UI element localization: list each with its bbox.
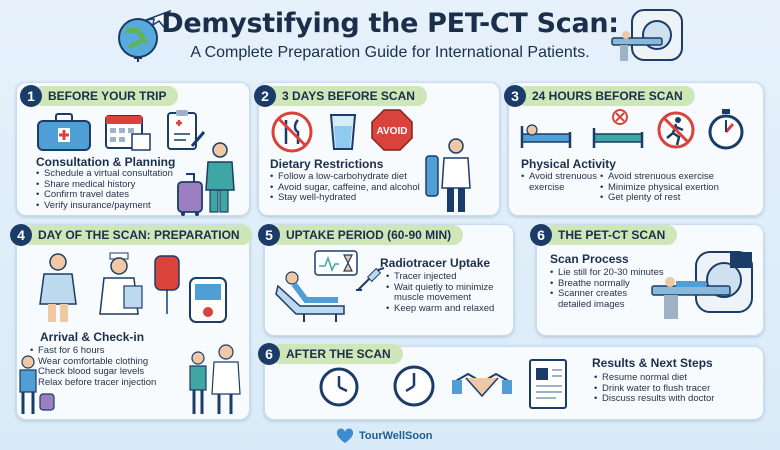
no-food-icon bbox=[271, 111, 313, 153]
step-number: 5 bbox=[258, 224, 280, 246]
glucose-meter-icon bbox=[189, 277, 227, 323]
list-item: Get plenty of rest bbox=[600, 192, 719, 204]
bed-icon bbox=[520, 124, 572, 148]
header-after-the-scan: 6 AFTER THE SCAN bbox=[258, 343, 403, 365]
header-3-days-before-scan: 2 3 DAYS BEFORE SCAN bbox=[254, 85, 427, 107]
section-heading: Results & Next Steps bbox=[592, 356, 713, 370]
page-subtitle: A Complete Preparation Guide for Interna… bbox=[190, 44, 590, 61]
step-label: 24 HOURS BEFORE SCAN bbox=[516, 86, 695, 106]
list-item: Share medical history bbox=[36, 179, 173, 191]
list-item: Discuss results with doctor bbox=[594, 393, 714, 405]
calendar-icon bbox=[105, 115, 151, 151]
step-label: AFTER THE SCAN bbox=[270, 344, 403, 364]
clipboard-icon bbox=[167, 110, 206, 150]
step-number: 6 bbox=[530, 224, 552, 246]
list-item: Fast for 6 hours bbox=[30, 345, 156, 357]
list-item: Tracer injected bbox=[386, 271, 494, 283]
clock-icon bbox=[319, 367, 359, 407]
hourglass-icon bbox=[314, 250, 358, 276]
doctor-icon bbox=[425, 138, 471, 212]
header-uptake-period: 5 UPTAKE PERIOD (60-90 MIN) bbox=[258, 224, 464, 246]
doctor-icon bbox=[205, 142, 235, 213]
list-item: Avoid strenuous exercise bbox=[600, 171, 719, 183]
list-item: Confirm travel dates bbox=[36, 189, 173, 201]
suitcase-icon bbox=[37, 113, 91, 151]
list-item: Scanner creates bbox=[550, 288, 664, 300]
nurse-icon bbox=[99, 252, 143, 315]
header-24-hours-before-scan: 3 24 HOURS BEFORE SCAN bbox=[504, 85, 695, 107]
list-item: Keep warm and relaxed bbox=[386, 303, 494, 315]
section-heading: Physical Activity bbox=[521, 157, 616, 171]
list-item: Avoid sugar, caffeine, and alcohol bbox=[270, 182, 420, 194]
list-item: Follow a low-carbohydrate diet bbox=[270, 171, 420, 183]
section-list: Resume normal diet Drink water to flush … bbox=[594, 372, 714, 405]
section-list: Schedule a virtual consultation Share me… bbox=[36, 168, 173, 212]
report-icon bbox=[529, 359, 567, 409]
list-item: Avoid strenuous bbox=[521, 171, 597, 183]
step-label: THE PET-CT SCAN bbox=[542, 225, 678, 245]
step-number: 3 bbox=[504, 85, 526, 107]
clock-icon bbox=[393, 365, 435, 407]
section-heading: Scan Process bbox=[550, 252, 629, 266]
iv-bag-icon bbox=[154, 255, 180, 314]
step-label: DAY OF THE SCAN: PREPARATION bbox=[22, 225, 252, 245]
patient-icon bbox=[19, 355, 55, 414]
scanner-icon bbox=[651, 251, 753, 319]
step-number: 2 bbox=[254, 85, 276, 107]
avoid-sign-text: AVOID bbox=[377, 126, 408, 137]
section-list: Avoid strenuous exercise Minimize physic… bbox=[600, 171, 719, 204]
bed-icon bbox=[592, 109, 644, 148]
doctor-icon bbox=[189, 344, 241, 414]
step-number: 6 bbox=[258, 343, 280, 365]
handshake-icon bbox=[452, 372, 512, 398]
step-label: BEFORE YOUR TRIP bbox=[32, 86, 179, 106]
section-list: Tracer injected Wait quietly to minimize… bbox=[386, 271, 494, 315]
section-list-left: Avoid strenuous exercise bbox=[521, 171, 597, 193]
header-the-pet-ct-scan: 6 THE PET-CT SCAN bbox=[530, 224, 678, 246]
stopwatch-icon bbox=[708, 109, 744, 150]
list-item: Minimize physical exertion bbox=[600, 182, 719, 194]
section-heading: Dietary Restrictions bbox=[270, 157, 384, 171]
step-number: 1 bbox=[20, 85, 42, 107]
list-item: Schedule a virtual consultation bbox=[36, 168, 173, 180]
list-item: Breathe normally bbox=[550, 278, 664, 290]
list-item-continued: muscle movement bbox=[394, 292, 472, 303]
airplane-icon bbox=[145, 9, 172, 29]
heart-logo-icon bbox=[336, 428, 354, 443]
section-heading: Radiotracer Uptake bbox=[380, 256, 491, 270]
list-item: Drink water to flush tracer bbox=[594, 383, 714, 395]
list-item: Wait quietly to minimize bbox=[386, 282, 494, 294]
water-glass-icon bbox=[329, 114, 357, 150]
section-list: Lie still for 20-30 minutes Breathe norm… bbox=[550, 267, 664, 310]
scanner-icon bbox=[611, 9, 683, 61]
list-item: Resume normal diet bbox=[594, 372, 714, 384]
patient-icon bbox=[275, 271, 345, 322]
list-item-continued: exercise bbox=[529, 181, 565, 193]
suitcase-icon bbox=[177, 173, 203, 216]
section-heading: Consultation & Planning bbox=[36, 155, 176, 169]
section-heading: Arrival & Check-in bbox=[40, 330, 145, 344]
header-before-your-trip: 1 BEFORE YOUR TRIP bbox=[20, 85, 179, 107]
brand-logo: TourWellSoon bbox=[336, 428, 433, 444]
list-item: Stay well-hydrated bbox=[270, 192, 420, 204]
page-title: Demystifying the PET-CT Scan: bbox=[161, 8, 619, 39]
list-item: Lie still for 20-30 minutes bbox=[550, 267, 664, 279]
section-list: Follow a low-carbohydrate diet Avoid sug… bbox=[270, 171, 420, 204]
step-label: UPTAKE PERIOD (60-90 MIN) bbox=[270, 225, 464, 245]
syringe-icon bbox=[356, 267, 385, 291]
avoid-sign-icon: AVOID bbox=[371, 109, 413, 151]
globe-icon bbox=[118, 18, 158, 62]
step-label: 3 DAYS BEFORE SCAN bbox=[266, 86, 427, 106]
brand-name: TourWellSoon bbox=[359, 430, 433, 442]
no-run-icon bbox=[657, 111, 695, 149]
header-day-of-the-scan: 4 DAY OF THE SCAN: PREPARATION bbox=[10, 224, 252, 246]
list-item-continued: detailed images bbox=[558, 298, 625, 310]
step-number: 4 bbox=[10, 224, 32, 246]
patient-icon bbox=[39, 253, 77, 322]
list-item: Verify insurance/payment bbox=[36, 200, 173, 212]
